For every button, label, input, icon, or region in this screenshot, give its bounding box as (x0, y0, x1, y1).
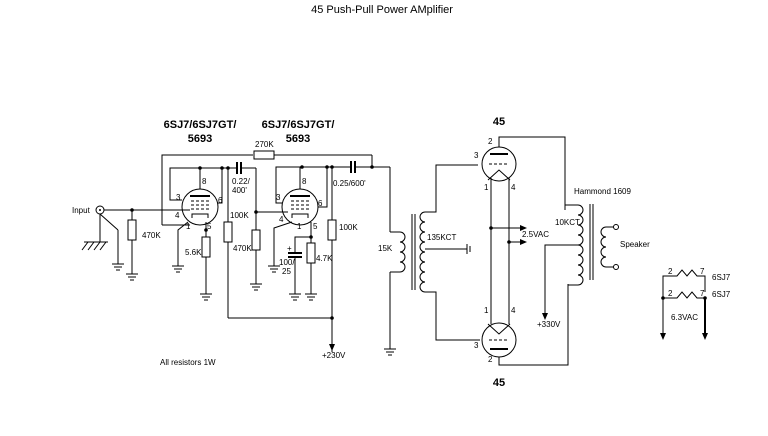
stage2-tube (281, 188, 319, 226)
feedback-resistor (253, 150, 275, 160)
stage1-tube-label-line1: 6SJ7/6SJ7GT/ (164, 119, 237, 131)
b-plus-230v-label: +230V (322, 351, 346, 360)
stage1-pin-1: 1 (186, 222, 191, 231)
input-jack[interactable] (95, 205, 105, 215)
output-top-pin-1: 1 (484, 183, 489, 192)
stage1-pin-3: 3 (176, 193, 181, 202)
stage1-pin-6: 6 (218, 196, 223, 205)
feedback-resistor-label: 270K (255, 140, 274, 149)
output-tube-bottom-label: 45 (493, 377, 505, 389)
stage2-pin-6: 6 (318, 199, 323, 208)
stage2-tube-label-line1: 6SJ7/6SJ7GT/ (262, 119, 335, 131)
output-primary-label: 10KCT (555, 218, 580, 227)
heater-tube-a-label: 6SJ7 (712, 273, 731, 282)
output-tube-top-label: 45 (493, 116, 505, 128)
stage1-cathode-resistor-label: 5.6K (185, 248, 202, 257)
stage2-plate-resistor-label: 100K (339, 223, 358, 232)
stage1-grid-resistor (127, 219, 137, 241)
stage1-coupling-cap-label-2: 400' (232, 186, 247, 195)
output-tube-top (481, 146, 517, 182)
stage2-bypass-cap-label-1: 100/ (279, 258, 295, 267)
stage1-tube (181, 188, 219, 226)
stage1-tube-label-line2: 5693 (188, 133, 212, 145)
stage2-plate-resistor (327, 219, 337, 241)
stage2-pin-4: 4 (279, 215, 284, 224)
heater-wiring (660, 269, 708, 340)
stage1-grid-resistor-label: 470K (142, 231, 161, 240)
driver-transformer (383, 211, 426, 356)
stage2-grid-resistor (251, 229, 261, 251)
stage1-cathode-resistor (201, 236, 211, 258)
b-plus-330v-label: +330V (537, 320, 561, 329)
chassis-ground-symbol (81, 213, 125, 271)
input-label: Input (72, 206, 91, 215)
stage2-cathode-resistor-label: 4.7K (316, 254, 333, 263)
stage2-bypass-cap-label-2: 25 (282, 267, 291, 276)
stage2-labels: 6SJ7/6SJ7GT/ 5693 (262, 119, 335, 145)
output-transformer-name: Hammond 1609 (574, 187, 631, 196)
filament-voltage-label: 2.5VAC (522, 230, 549, 239)
stage2-pin-5: 5 (313, 222, 318, 231)
speaker-label: Speaker (620, 240, 650, 249)
stage1-pin-5: 5 (207, 222, 212, 231)
diagram-title: 45 Push-Pull Power AMplifier (311, 4, 453, 16)
stage1-plate-resistor (223, 221, 233, 243)
driver-primary-label: 15K (378, 244, 393, 253)
output-tube-bottom (481, 322, 517, 358)
heater-tube-b-label: 6SJ7 (712, 290, 731, 299)
stage1-pin-4: 4 (175, 211, 180, 220)
heater-a-pin-right: 7 (700, 267, 705, 276)
output-bottom-pin-3: 3 (474, 341, 479, 350)
speaker-terminal-positive[interactable] (613, 224, 619, 230)
stage1-plate-resistor-label: 100K (230, 211, 249, 220)
driver-secondary-label: 135KCT (427, 233, 456, 242)
stage2-pin-8: 8 (302, 177, 307, 186)
output-top-pin-3: 3 (474, 151, 479, 160)
stage2-pin-3: 3 (276, 193, 281, 202)
heater-b-pin-left: 2 (668, 289, 673, 298)
stage1-labels: 6SJ7/6SJ7GT/ 5693 (164, 119, 237, 145)
bypass-cap-plus: + (287, 244, 292, 253)
stage1-coupling-cap-label-1: 0.22/ (232, 177, 251, 186)
heater-b-pin-right: 7 (700, 289, 705, 298)
output-bottom-pin-4: 4 (511, 306, 516, 315)
stage2-coupling-cap-label: 0.25/600' (333, 179, 366, 188)
resistor-note: All resistors 1W (160, 358, 216, 367)
stage2-pin-1: 1 (297, 222, 302, 231)
heater-a-pin-left: 2 (668, 267, 673, 276)
output-top-pin-4: 4 (511, 183, 516, 192)
output-bottom-pin-2: 2 (488, 355, 493, 364)
speaker-terminal-negative[interactable] (613, 264, 619, 270)
stage2-cathode-resistor (306, 242, 316, 264)
heater-voltage-label: 6.3VAC (671, 313, 698, 322)
output-bottom-pin-1: 1 (484, 306, 489, 315)
stage2-tube-label-line2: 5693 (286, 133, 310, 145)
stage1-pin-8: 8 (202, 177, 207, 186)
stage2-grid-resistor-label: 470K (233, 244, 252, 253)
output-top-pin-2: 2 (488, 137, 493, 146)
